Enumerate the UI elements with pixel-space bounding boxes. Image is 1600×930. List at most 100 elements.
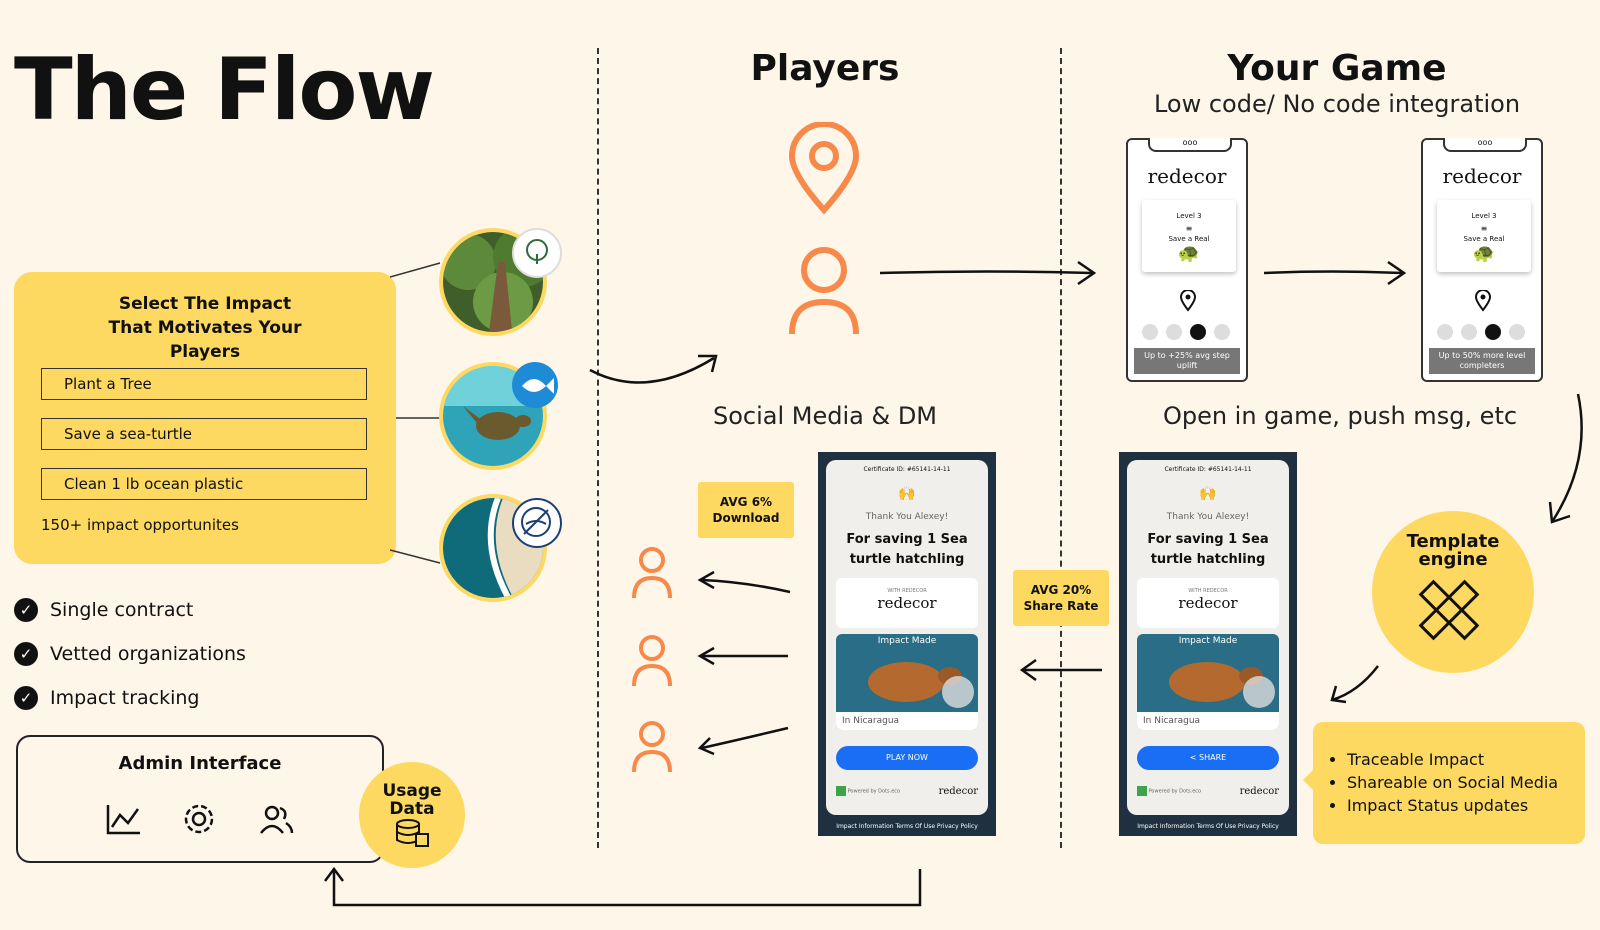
gear-icon[interactable] (181, 801, 217, 837)
share-rate-tag: AVG 20% Share Rate (1013, 570, 1109, 626)
impact-connectors (390, 262, 441, 564)
brand-name: redecor (877, 594, 937, 612)
impact-footnote: 150+ impact opportunites (41, 516, 239, 534)
certificate-id: Certificate ID: #65141-14-11 (1164, 466, 1252, 473)
turtle-photo (1169, 662, 1275, 708)
impact-made-label: Impact Made (877, 636, 937, 646)
return-arrow (324, 866, 922, 907)
template-engine-label: Template engine (1406, 531, 1500, 570)
footer-brand: redecor (1239, 786, 1279, 797)
social-media-label: Social Media & DM (712, 402, 938, 430)
player-icon-small (632, 721, 672, 773)
certificate-footer-links[interactable]: Impact Information Terms Of Use Privacy … (836, 823, 978, 830)
check-icon: ✓ (14, 642, 38, 666)
feature-traceable: Traceable Impact (1347, 748, 1585, 771)
certificate-play: Certificate ID: #65141-14-11 🙌 Thank You… (818, 452, 996, 836)
players-header: Players (750, 48, 900, 89)
player-icon (789, 247, 859, 335)
divider-left (597, 48, 599, 848)
uplift-label: Up to +25% avg step uplift (1134, 348, 1240, 374)
page-title: The Flow (14, 40, 435, 140)
check-icon: ✓ (14, 598, 38, 622)
check-impact-tracking: ✓Impact tracking (14, 686, 200, 710)
level-label: Level 3 (1471, 212, 1497, 220)
usage-data-badge: Usage Data (359, 762, 465, 868)
player-icon-small (632, 635, 672, 687)
in-game-label: Open in game, push msg, etc (1162, 402, 1518, 430)
features-callout: Traceable Impact Shareable on Social Med… (1313, 722, 1585, 844)
level-card: Level 3 ≡ Save a Real 🐢 (1437, 200, 1531, 272)
with-label: WITH REDECOR (1188, 588, 1228, 594)
fish-logo-icon (512, 362, 558, 408)
thank-you-text: Thank You Alexey! (1166, 512, 1250, 522)
brand-box: WITH REDECOR redecor (1137, 578, 1279, 628)
arrow-to-player-1 (697, 570, 791, 594)
arrow-to-certificate (1330, 665, 1379, 704)
certificate-share: Certificate ID: #65141-14-11 🙌 Thank You… (1119, 452, 1297, 836)
play-now-button[interactable]: PLAY NOW (836, 746, 978, 770)
share-icon: < (1189, 753, 1200, 762)
brand-name: redecor (1178, 594, 1238, 612)
mission-label: Save a Real (1463, 235, 1505, 243)
level-label: Level 3 (1176, 212, 1202, 220)
users-icon[interactable] (258, 801, 294, 837)
callout-pointer (1303, 770, 1313, 790)
divider-right (1060, 48, 1062, 848)
game-header: Your Game (1227, 48, 1447, 89)
turtle-photo (868, 662, 974, 708)
line-chart-icon[interactable] (106, 803, 142, 835)
location-pin-icon (788, 122, 860, 214)
mission-label: Save a Real (1168, 235, 1210, 243)
arrow-to-player-2 (697, 646, 788, 666)
turtle-icon: 🐢 (1472, 243, 1496, 264)
powered-by: Powered by Dots.eco (836, 786, 900, 796)
tree-foundation-logo-icon (512, 228, 562, 278)
uplift-label: Up to 50% more level completers (1429, 348, 1535, 374)
impact-selector: Select The Impact That Motivates Your Pl… (14, 272, 396, 564)
share-button[interactable]: < SHARE (1137, 746, 1279, 770)
admin-interface[interactable]: Admin Interface (16, 735, 384, 863)
footer-brand: redecor (938, 786, 978, 797)
certificate-footer-links[interactable]: Impact Information Terms Of Use Privacy … (1137, 823, 1279, 830)
arrow-to-players-cert (1019, 658, 1102, 682)
usage-data-label: Usage Data (382, 781, 442, 819)
download-rate-tag: AVG 6% Download (698, 482, 794, 538)
option-save-turtle[interactable]: Save a sea-turtle (41, 418, 367, 450)
database-icon (396, 819, 429, 847)
powered-by: Powered by Dots.eco (1137, 786, 1201, 796)
check-single-contract: ✓Single contract (14, 598, 193, 622)
saving-text: For saving 1 Sea turtle hatchling (1147, 532, 1269, 567)
option-plant-tree[interactable]: Plant a Tree (41, 368, 367, 400)
thank-you-text: Thank You Alexey! (865, 512, 949, 522)
brand-box: WITH REDECOR redecor (836, 578, 978, 628)
arrow-to-template (1548, 393, 1583, 524)
check-icon: ✓ (14, 686, 38, 710)
player-icon-small (632, 547, 672, 599)
phone-brand: redecor (1442, 164, 1522, 188)
menu-icon: ≡ (1185, 224, 1193, 233)
map-pin-icon (1180, 290, 1196, 312)
clap-icon: 🙌 (898, 486, 916, 502)
map-pin-icon (1475, 290, 1491, 312)
impact-made-card: Impact Made In Nicaragua (1137, 634, 1279, 730)
with-label: WITH REDECOR (887, 588, 927, 594)
feature-status-updates: Impact Status updates (1347, 794, 1585, 817)
template-engine-badge: Template engine (1372, 511, 1534, 673)
pencil-ruler-icon (1418, 579, 1480, 641)
turtle-icon: 🐢 (1177, 243, 1201, 264)
option-clean-plastic[interactable]: Clean 1 lb ocean plastic (41, 468, 367, 500)
arrow-to-player-3 (697, 726, 789, 756)
curve-arrow-to-players (589, 354, 718, 384)
arrow-phone-to-phone (1263, 260, 1407, 286)
impact-made-label: Impact Made (1178, 636, 1238, 646)
arrow-to-game (879, 260, 1097, 286)
level-progress-dots (1142, 324, 1230, 340)
impact-selector-title: Select The Impact That Motivates Your Pl… (108, 294, 302, 362)
feature-shareable: Shareable on Social Media (1347, 771, 1585, 794)
level-card: Level 3 ≡ Save a Real 🐢 (1142, 200, 1236, 272)
admin-title: Admin Interface (118, 753, 282, 774)
game-phone-1: ooo redecor Level 3 ≡ Save a Real 🐢 Up t… (1126, 138, 1248, 382)
phone-notch: ooo (1443, 138, 1527, 152)
check-vetted-orgs: ✓Vetted organizations (14, 642, 246, 666)
saving-text: For saving 1 Sea turtle hatchling (846, 532, 968, 567)
